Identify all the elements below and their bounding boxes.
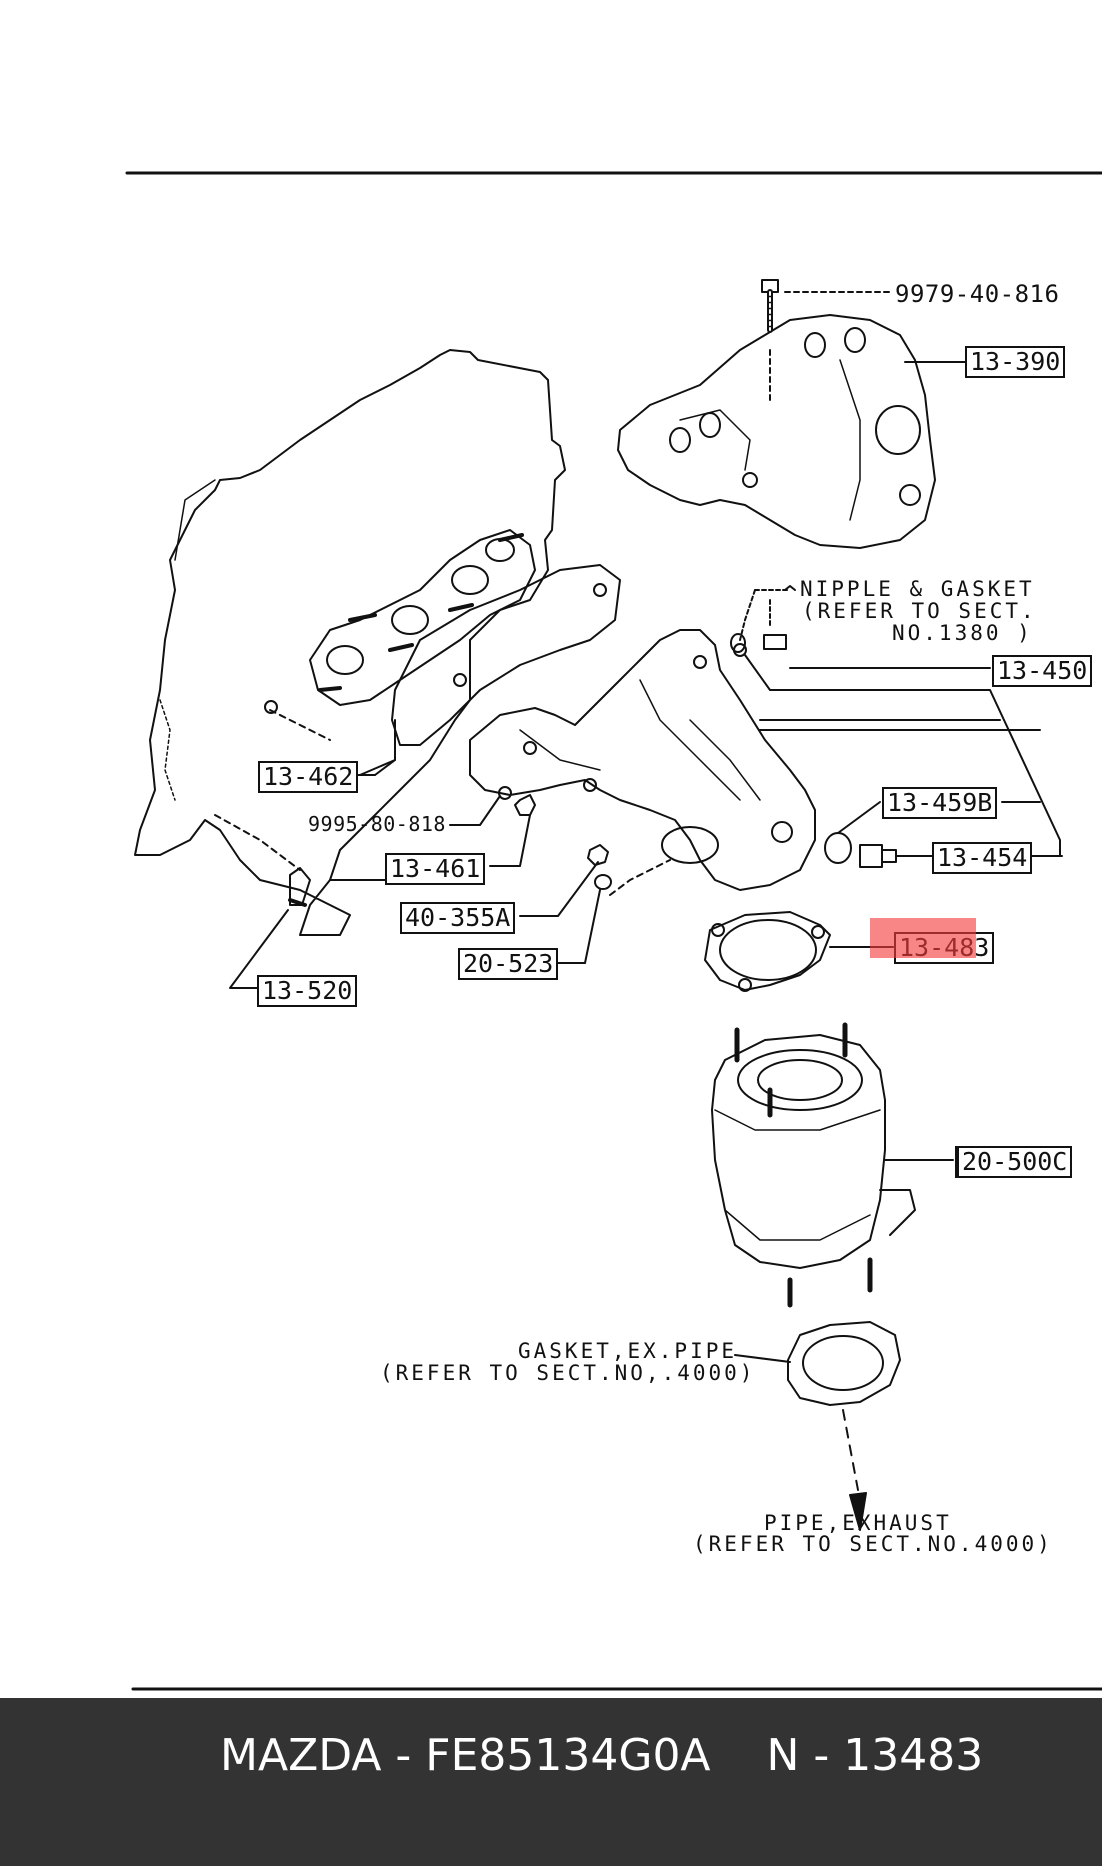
- note-nipple-gasket-line2: (REFER TO SECT.: [802, 599, 1037, 623]
- heat-shield-hole: [804, 332, 826, 358]
- heat-shield-outlet: [875, 405, 921, 455]
- leader-40-355a-left: [329, 866, 389, 881]
- heat-shield-rib: [839, 359, 861, 521]
- heat-shield-hole: [742, 472, 758, 488]
- note-pipe-exhaust-line2: (REFER TO SECT.NO.4000): [693, 1532, 1053, 1556]
- callout-20-523[interactable]: 20-523: [458, 948, 559, 980]
- leader-13-459b: [837, 801, 881, 834]
- note-gasket-ex-pipe-line2: (REFER TO SECT.NO,.4000): [380, 1361, 756, 1385]
- assembly-guide: [269, 709, 331, 741]
- heat-shield-hole: [699, 412, 721, 438]
- manifold-runner: [689, 719, 761, 801]
- manifold-gasket: [309, 529, 536, 706]
- engine-block-detail: [159, 699, 176, 801]
- bracket-hole: [593, 583, 607, 597]
- engine-block: [134, 349, 566, 936]
- manifold-bolt-hole: [693, 655, 707, 669]
- callout-13-483[interactable]: 13-483: [894, 932, 995, 964]
- converter-studs: [734, 1022, 873, 1308]
- converter-band: [724, 1209, 871, 1241]
- gasket-13-483-hole: [811, 925, 825, 939]
- washer-40-355a: [587, 844, 609, 866]
- assembly-guide: [609, 859, 671, 896]
- manifold-runner: [639, 679, 741, 801]
- manifold-studs: [318, 533, 524, 692]
- gasket-port: [391, 605, 429, 635]
- assembly-guide: [214, 814, 301, 871]
- nipple-guide: [739, 589, 756, 641]
- manifold-runner: [519, 729, 601, 771]
- note-nipple-gasket-line3: NO.1380 ): [892, 621, 1033, 645]
- nipple-arrow: [784, 585, 796, 591]
- nut-13-461: [514, 794, 536, 816]
- catalytic-converter: [711, 1034, 886, 1269]
- gasket-13-483-hole: [738, 978, 752, 992]
- label-9995-80-818: 9995-80-818: [308, 812, 446, 836]
- gasket-port: [485, 538, 515, 562]
- nipple-gasket-ring: [730, 633, 746, 653]
- stud-13-462: [264, 700, 278, 714]
- callout-13-450[interactable]: 13-450: [992, 655, 1093, 687]
- nipple: [763, 634, 787, 650]
- callout-20-500c[interactable]: 20-500C: [955, 1146, 1073, 1178]
- leader-gasket-ex-pipe: [734, 1354, 791, 1363]
- heat-shield-rib: [679, 409, 751, 471]
- leader-9995: [449, 795, 501, 826]
- label-9979-40-816: 9979-40-816: [895, 280, 1060, 308]
- leader-13-461: [489, 814, 531, 867]
- converter-inlet: [737, 1049, 863, 1111]
- manifold-bolt-hole: [523, 741, 537, 755]
- bracket-stud: [288, 898, 307, 907]
- leader-13-520: [229, 909, 289, 989]
- heat-shield: [617, 314, 936, 549]
- gasket-13-483: [704, 911, 831, 991]
- washer-20-523: [594, 874, 612, 890]
- note-gasket-ex-pipe-line1: GASKET,EX.PIPE: [518, 1339, 738, 1363]
- leader-13-450-branch: [744, 654, 1061, 856]
- callout-13-462[interactable]: 13-462: [258, 761, 359, 793]
- gasket-ex-pipe: [787, 1321, 901, 1406]
- converter-inlet-inner: [757, 1059, 843, 1101]
- heat-shield-hole: [669, 427, 691, 453]
- leader-gasket: [359, 759, 396, 776]
- manifold-outlet: [661, 826, 719, 864]
- note-pipe-exhaust-line1: PIPE,EXHAUST: [764, 1511, 952, 1535]
- gasket-13-483-hole: [711, 923, 725, 937]
- exhaust-manifold-drawing: [125, 171, 1102, 1691]
- note-nipple-gasket-line1: NIPPLE & GASKET: [800, 577, 1035, 601]
- gasket-13-483-bore: [719, 919, 817, 981]
- plug: [859, 844, 883, 868]
- converter-flange: [879, 1189, 916, 1236]
- engine-block-edge: [174, 479, 216, 561]
- converter-band: [714, 1109, 881, 1131]
- leader-20-523: [554, 889, 601, 964]
- callout-40-355a[interactable]: 40-355A: [400, 902, 516, 934]
- pipe-arrow-line: [842, 1409, 859, 1491]
- callout-13-390[interactable]: 13-390: [965, 346, 1066, 378]
- parts-diagram: 9979-40-816 13-390 NIPPLE & GASKET (REFE…: [125, 171, 1102, 1691]
- part-title: MAZDA - FE85134G0A N - 13483: [220, 1730, 984, 1781]
- pipe-arrow-head: [849, 1492, 867, 1531]
- leader-40-355a: [519, 861, 599, 917]
- gasket-ring: [824, 832, 852, 864]
- gasket-port: [326, 645, 364, 675]
- callout-13-461[interactable]: 13-461: [385, 853, 486, 885]
- bracket-hole: [453, 673, 467, 687]
- heat-shield-hole: [899, 484, 921, 506]
- gasket-port: [451, 565, 489, 595]
- manifold-bolt-hole: [583, 778, 597, 792]
- heat-shield-hole: [844, 327, 866, 353]
- manifold-outlet-port: [771, 821, 793, 843]
- footer-bar: MAZDA - FE85134G0A N - 13483: [0, 1698, 1102, 1866]
- callout-13-520[interactable]: 13-520: [257, 975, 358, 1007]
- callout-13-454[interactable]: 13-454: [932, 842, 1033, 874]
- manifold-bracket: [391, 564, 621, 746]
- plug-head: [881, 849, 897, 863]
- exhaust-manifold: [469, 629, 816, 891]
- callout-13-459b[interactable]: 13-459B: [882, 787, 998, 819]
- nut-9995: [498, 786, 512, 800]
- gasket-ex-pipe-bore: [802, 1335, 884, 1391]
